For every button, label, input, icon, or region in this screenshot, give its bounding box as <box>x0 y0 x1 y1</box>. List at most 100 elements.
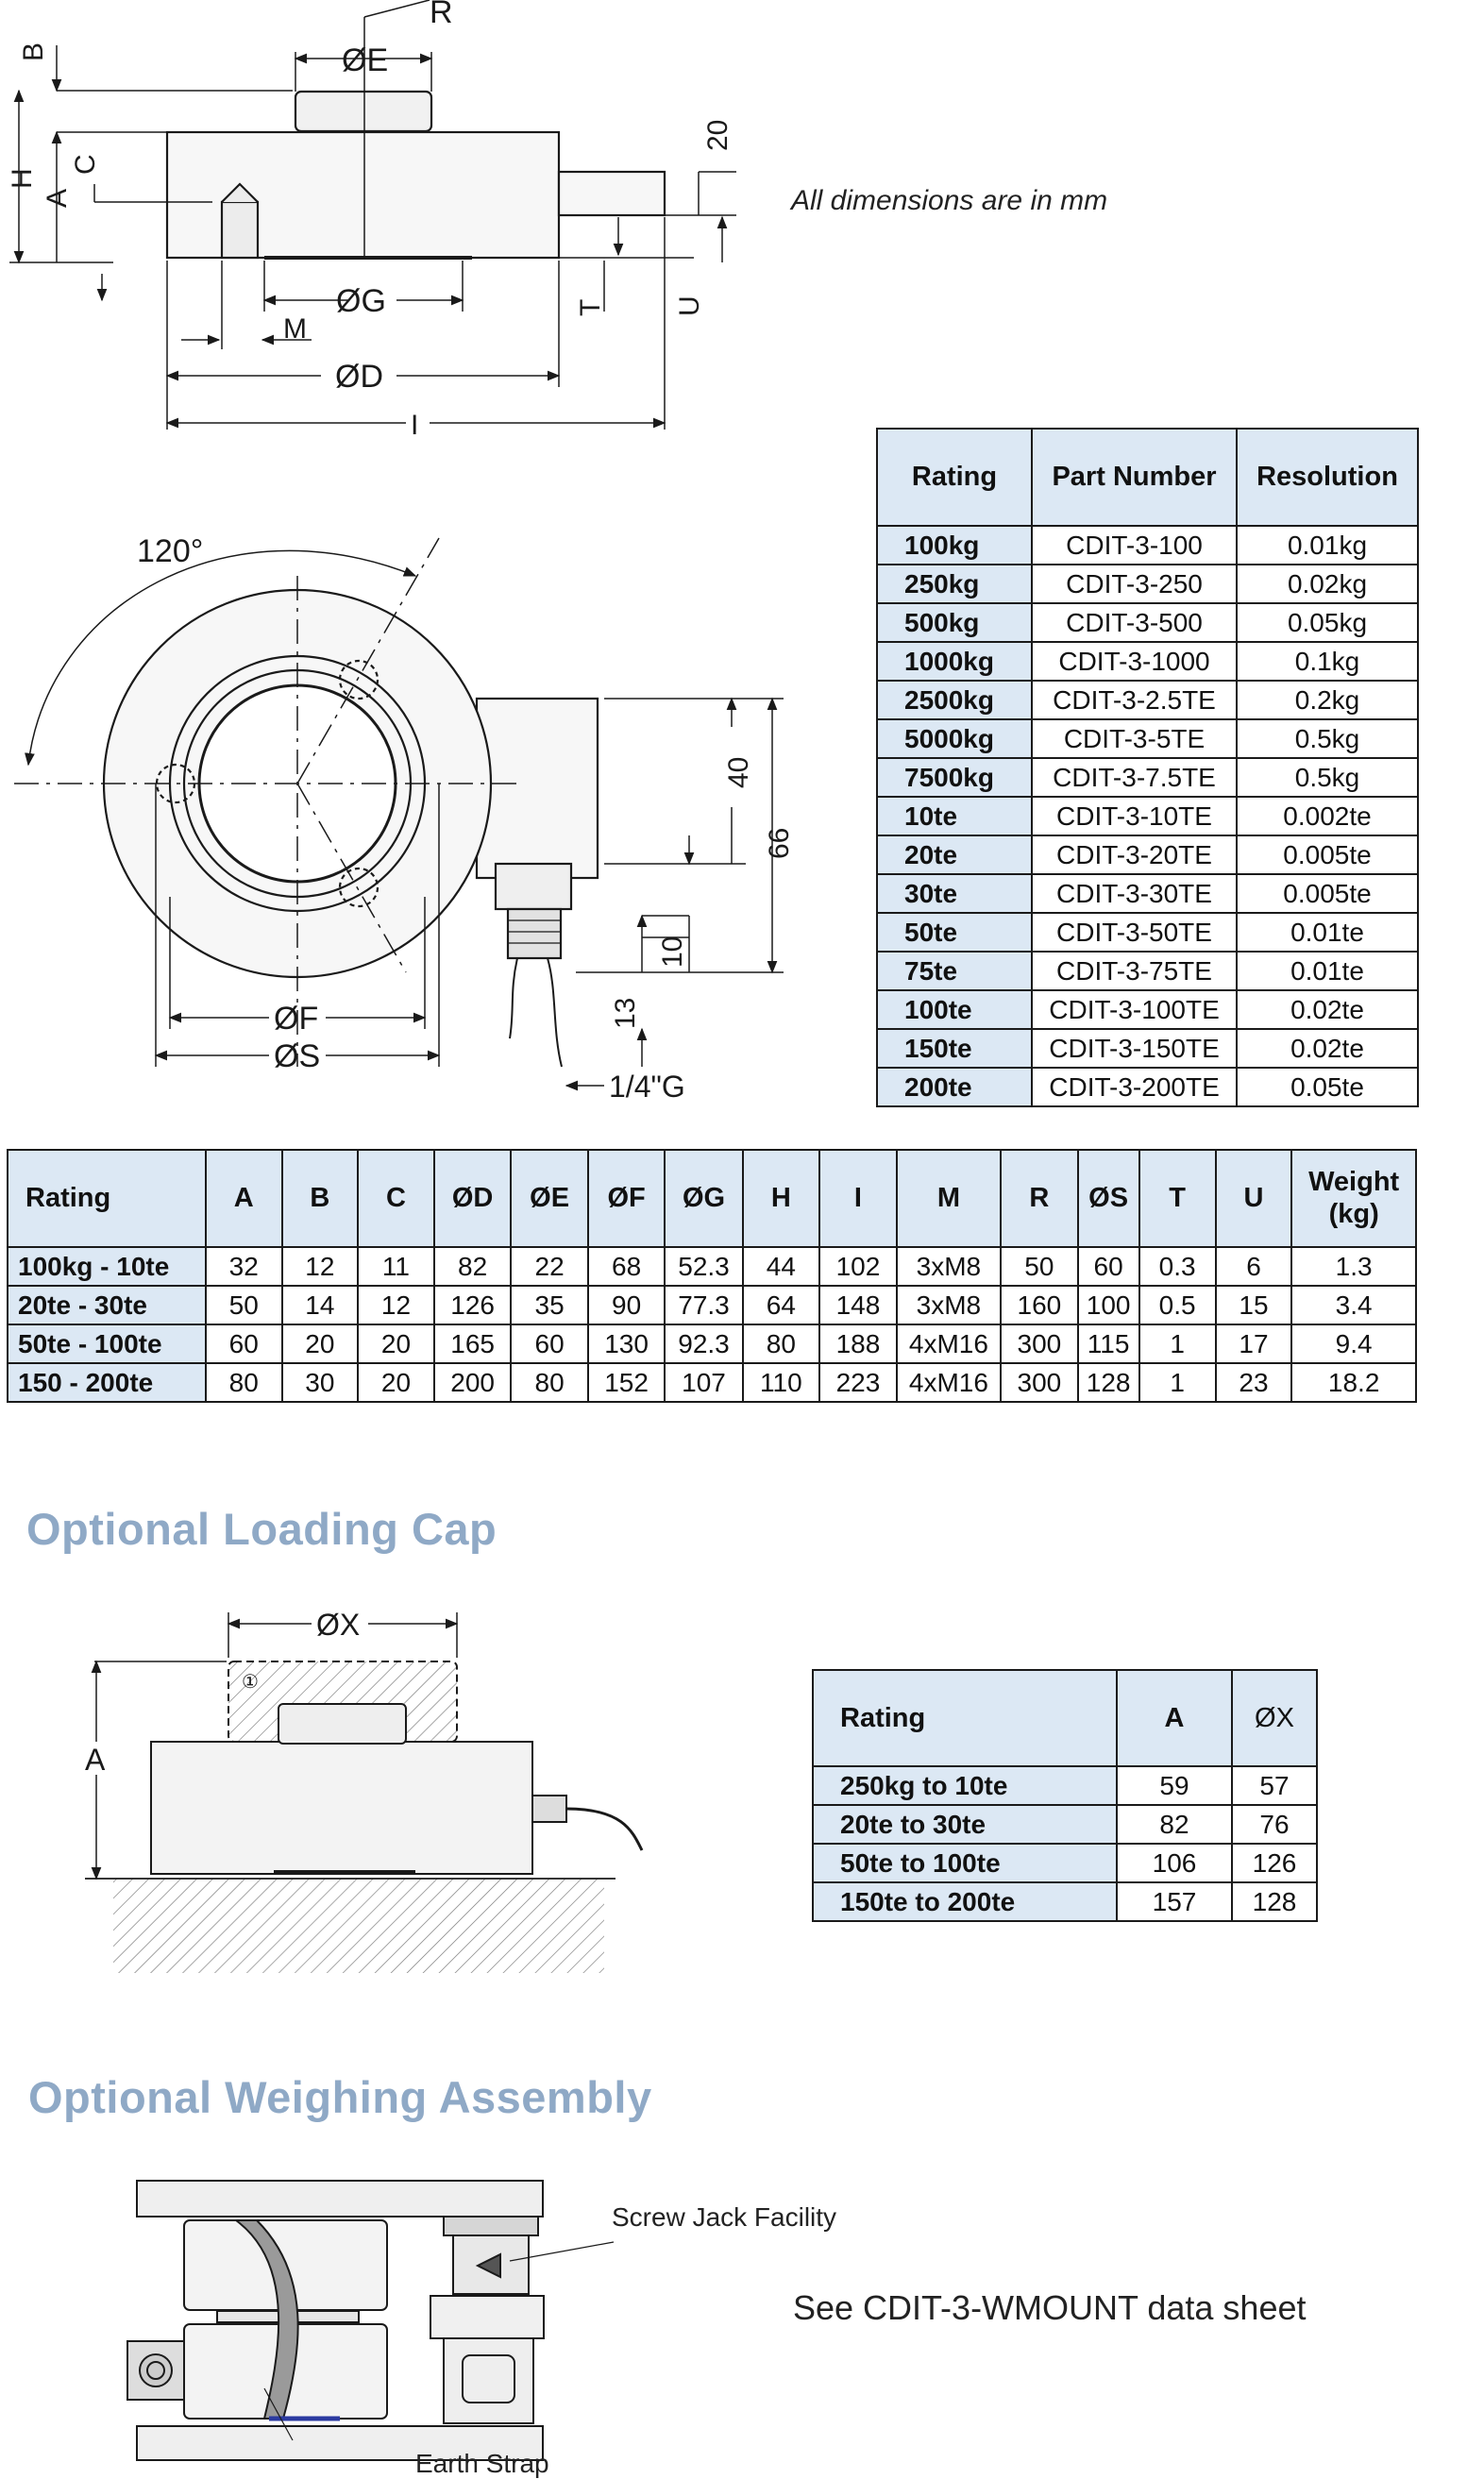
dim-col-9: I <box>818 1149 898 1248</box>
dim-cell: 20 <box>357 1324 435 1364</box>
col-part-number: Part Number <box>1031 428 1238 527</box>
resolution-cell: 0.005te <box>1236 873 1419 914</box>
dim-cell: 100 <box>1076 1285 1140 1325</box>
rating-cell: 500kg <box>876 602 1033 643</box>
dim-cell: 52.3 <box>664 1246 744 1287</box>
dim-cell: 60 <box>204 1324 283 1364</box>
label-C: C <box>70 154 101 175</box>
label-E: ØE <box>342 42 388 78</box>
rating-cell: 20te - 30te <box>7 1285 207 1325</box>
label-T: T <box>575 299 606 316</box>
rating-cell: 10te <box>876 796 1033 836</box>
dim-cell: 115 <box>1076 1324 1140 1364</box>
dim-cell: 300 <box>1000 1324 1079 1364</box>
label-66: 66 <box>764 828 795 859</box>
resolution-cell: 0.5kg <box>1236 757 1419 798</box>
label-D: ØD <box>335 359 383 395</box>
dim-col-0: Rating <box>7 1149 207 1248</box>
dim-cell: 20 <box>357 1362 435 1403</box>
dim-cell: 223 <box>818 1362 898 1403</box>
dim-cell: 64 <box>741 1285 821 1325</box>
cap-col-X: ØX <box>1231 1669 1318 1767</box>
cap-cell: 82 <box>1116 1804 1233 1845</box>
dim-cell: 1 <box>1138 1324 1217 1364</box>
dim-cell: 1.3 <box>1290 1246 1417 1287</box>
dim-cell: 128 <box>1076 1362 1140 1403</box>
dim-cell: 82 <box>432 1246 513 1287</box>
rating-cell: 50te to 100te <box>812 1843 1118 1883</box>
part-number-cell: CDIT-3-5TE <box>1031 718 1238 759</box>
part-number-cell: CDIT-3-1000 <box>1031 641 1238 682</box>
rating-cell: 250kg <box>876 564 1033 604</box>
resolution-cell: 0.2kg <box>1236 680 1419 720</box>
plan-view-drawing: 120° 40 66 10 13 ØF ØS 1/4"G <box>14 533 795 1104</box>
rating-cell: 150te <box>876 1028 1033 1069</box>
rating-cell: 5000kg <box>876 718 1033 759</box>
label-120: 120° <box>137 533 203 569</box>
rating-cell: 7500kg <box>876 757 1033 798</box>
dim-cell: 300 <box>1000 1362 1079 1403</box>
loading-cap-title: Optional Loading Cap <box>26 1504 497 1554</box>
cap-cell: 106 <box>1116 1843 1233 1883</box>
label-H: H <box>7 168 38 189</box>
rating-cell: 100kg - 10te <box>7 1246 207 1287</box>
dim-col-5: ØE <box>510 1149 589 1248</box>
label-13: 13 <box>610 998 641 1029</box>
label-M: M <box>283 313 307 345</box>
side-view-drawing: R ØE B H A C 20 ØG M T U ØD I <box>7 0 736 441</box>
rating-cell: 20te <box>876 835 1033 875</box>
dim-cell: 23 <box>1214 1362 1293 1403</box>
part-number-cell: CDIT-3-100 <box>1031 525 1238 565</box>
rating-cell: 75te <box>876 951 1033 991</box>
dim-cell: 35 <box>510 1285 589 1325</box>
dim-col-15: Weight (kg) <box>1290 1149 1417 1248</box>
resolution-cell: 0.05kg <box>1236 602 1419 643</box>
dim-cell: 14 <box>280 1285 360 1325</box>
dim-cell: 126 <box>432 1285 513 1325</box>
dim-cell: 12 <box>280 1246 360 1287</box>
dim-cell: 80 <box>741 1324 821 1364</box>
col-rating: Rating <box>876 428 1033 527</box>
dim-cell: 110 <box>741 1362 821 1403</box>
dim-col-7: ØG <box>664 1149 744 1248</box>
dim-cell: 32 <box>204 1246 283 1287</box>
resolution-cell: 0.02te <box>1236 1028 1419 1069</box>
earth-strap-label: Earth Strap <box>415 2449 549 2478</box>
dim-cell: 148 <box>818 1285 898 1325</box>
loading-cap-drawing: ØX A ① <box>85 1608 644 1973</box>
dim-col-1: A <box>204 1149 283 1248</box>
dim-cell: 60 <box>1076 1246 1140 1287</box>
label-40: 40 <box>723 757 754 788</box>
resolution-cell: 0.01te <box>1236 951 1419 991</box>
part-number-cell: CDIT-3-50TE <box>1031 912 1238 953</box>
part-number-cell: CDIT-3-200TE <box>1031 1067 1238 1107</box>
cap-col-rating: Rating <box>812 1669 1118 1767</box>
weighing-assembly-title: Optional Weighing Assembly <box>28 2072 652 2122</box>
dim-cell: 80 <box>510 1362 589 1403</box>
label-B: B <box>18 42 49 61</box>
part-number-cell: CDIT-3-7.5TE <box>1031 757 1238 798</box>
resolution-cell: 0.02kg <box>1236 564 1419 604</box>
dim-cell: 107 <box>664 1362 744 1403</box>
part-number-cell: CDIT-3-2.5TE <box>1031 680 1238 720</box>
dim-cell: 68 <box>586 1246 666 1287</box>
resolution-cell: 0.02te <box>1236 989 1419 1030</box>
rating-cell: 1000kg <box>876 641 1033 682</box>
rating-cell: 2500kg <box>876 680 1033 720</box>
rating-cell: 100kg <box>876 525 1033 565</box>
label-F: ØF <box>274 1001 318 1037</box>
cap-label-1: ① <box>242 1672 259 1693</box>
